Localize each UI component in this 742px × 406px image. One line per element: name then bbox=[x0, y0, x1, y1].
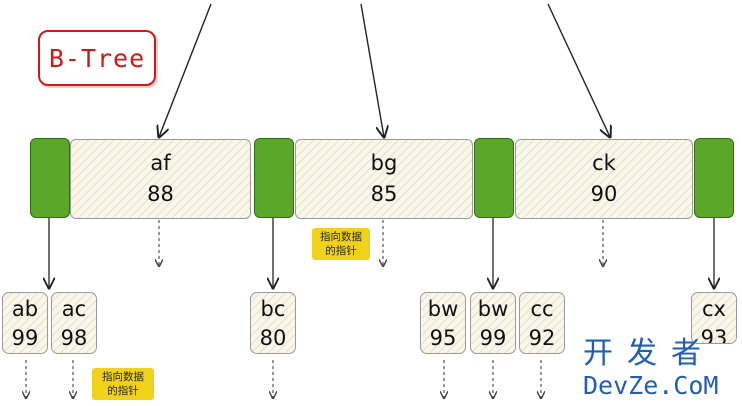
key-label: bg bbox=[370, 151, 398, 175]
leaf-value: 93 bbox=[700, 326, 728, 344]
leaf-cell: cc 92 bbox=[519, 292, 565, 354]
leaf-value: 80 bbox=[259, 326, 287, 350]
leaf-cell: ac 98 bbox=[51, 292, 97, 354]
leaf-cell: bw 95 bbox=[420, 292, 466, 354]
leaf-cell: bc 80 bbox=[250, 292, 296, 354]
internal-key-cell: af 88 bbox=[70, 139, 251, 219]
leaf-value: 92 bbox=[528, 326, 556, 350]
diagram-title-box: B-Tree bbox=[38, 30, 156, 86]
leaf-value: 99 bbox=[11, 326, 39, 350]
key-value: 90 bbox=[590, 182, 618, 206]
child-pointer bbox=[254, 138, 294, 218]
child-pointer bbox=[30, 138, 70, 218]
leaf-key: bw bbox=[477, 297, 509, 321]
diagram-title: B-Tree bbox=[48, 43, 146, 73]
child-pointer bbox=[694, 138, 734, 218]
leaf-key: cc bbox=[530, 297, 554, 321]
leaf-key: bw bbox=[427, 297, 459, 321]
incoming-arrow bbox=[360, 3, 384, 137]
key-value: 85 bbox=[370, 182, 398, 206]
watermark-cn: 开发者 bbox=[583, 336, 715, 371]
watermark-en: DevZe.CoM bbox=[583, 371, 719, 400]
key-label: ck bbox=[592, 151, 616, 175]
leaf-cell: cx 93 bbox=[691, 292, 737, 344]
leaf-cell: bw 99 bbox=[470, 292, 516, 354]
child-pointer bbox=[474, 138, 514, 218]
incoming-arrow bbox=[547, 3, 610, 137]
key-value: 88 bbox=[147, 182, 174, 206]
leaf-key: ab bbox=[11, 297, 39, 321]
leaf-value: 98 bbox=[60, 326, 88, 350]
incoming-arrow bbox=[159, 3, 212, 137]
key-label: af bbox=[150, 151, 171, 175]
internal-key-cell: ck 90 bbox=[515, 139, 693, 219]
leaf-key: bc bbox=[260, 297, 286, 321]
data-pointer-note: 指向数据 的指针 bbox=[312, 228, 370, 260]
watermark: 开发者 DevZe.CoM bbox=[583, 337, 733, 401]
data-pointer-note: 指向数据 的指针 bbox=[92, 368, 154, 400]
leaf-key: cx bbox=[702, 297, 726, 321]
leaf-cell: ab 99 bbox=[2, 292, 48, 354]
leaf-value: 95 bbox=[429, 326, 457, 350]
leaf-value: 99 bbox=[479, 326, 507, 350]
leaf-key: ac bbox=[61, 297, 87, 321]
internal-key-cell: bg 85 bbox=[295, 139, 473, 219]
